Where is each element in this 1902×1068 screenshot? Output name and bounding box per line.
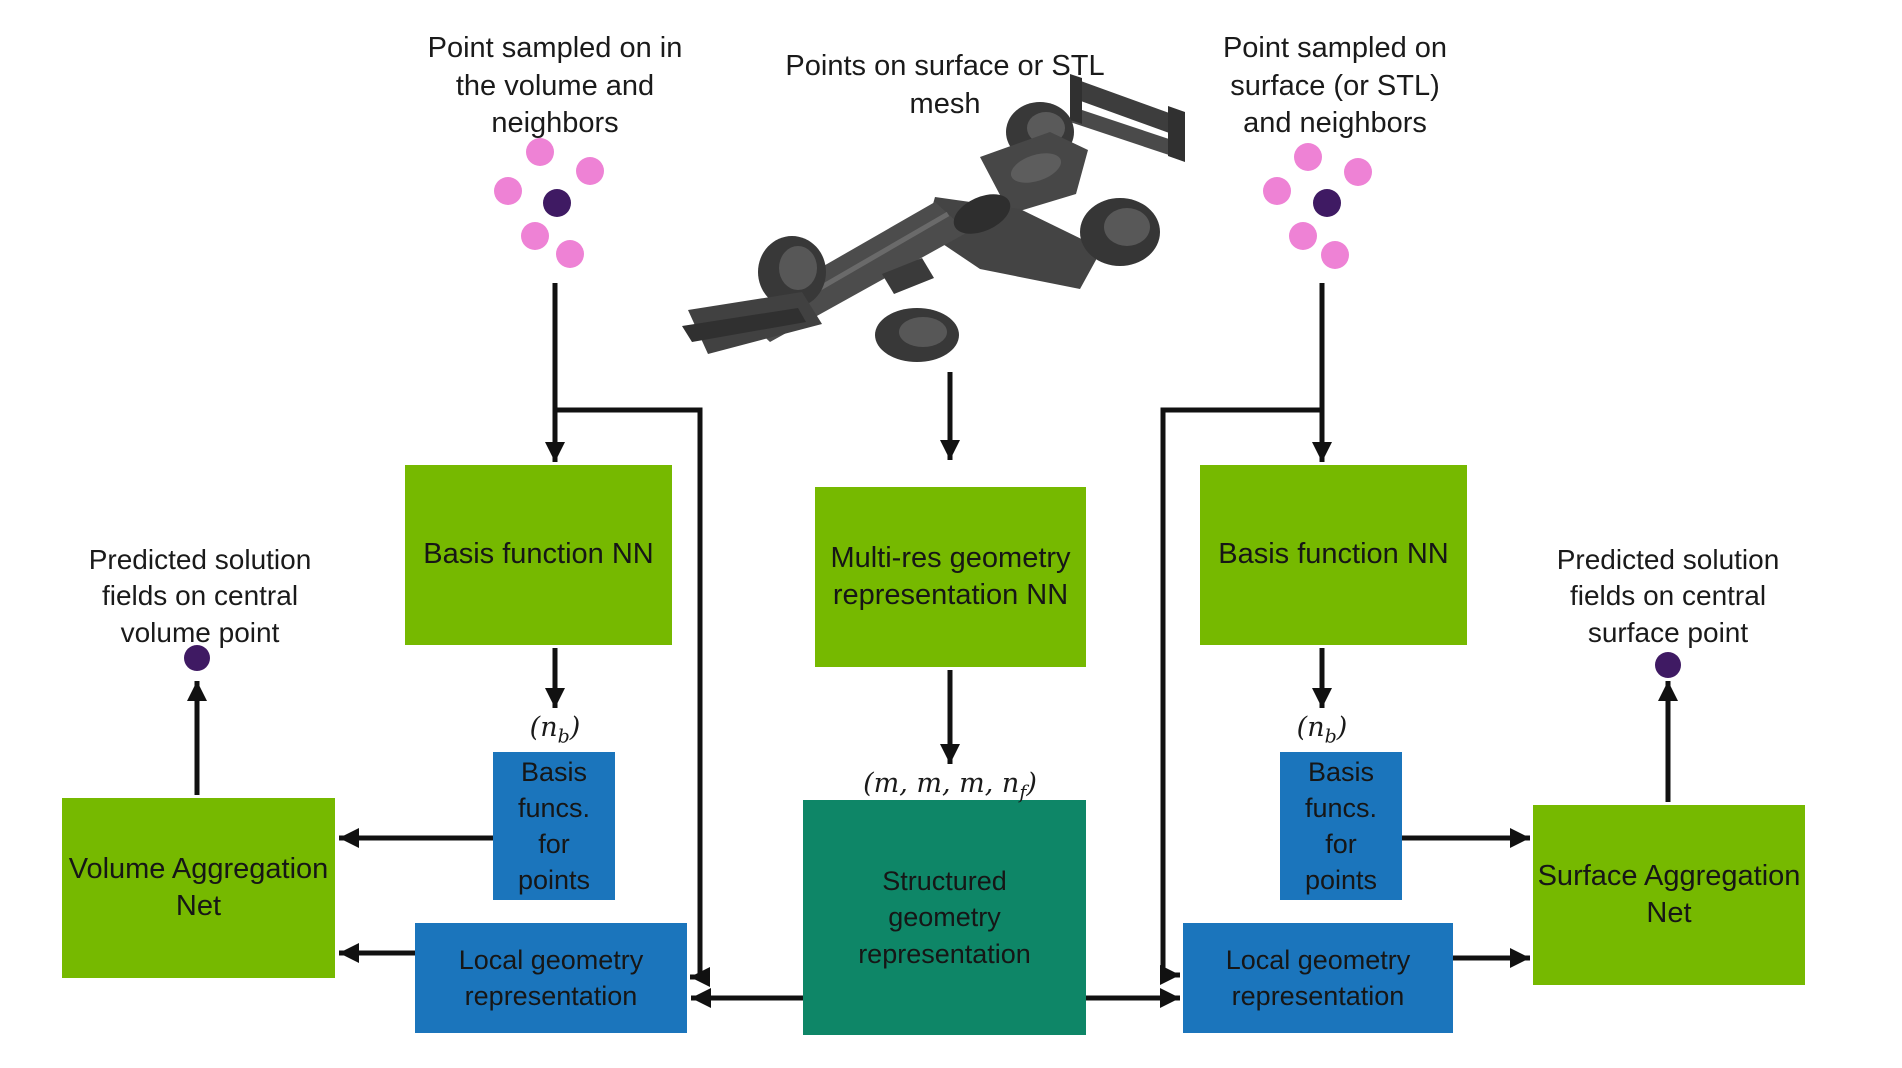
math-close: ) (1336, 712, 1348, 743)
car-wheel-rim (779, 246, 817, 290)
math-sub: b (557, 725, 570, 748)
math-open: (n (1296, 712, 1325, 743)
basis-function-nn-left-box: Basis function NN (405, 465, 672, 645)
car-wheel-rim (1104, 208, 1150, 246)
neighbor-point-dot (521, 222, 549, 250)
local-geometry-representation-right-box: Local geometry representation (1183, 923, 1453, 1033)
math-open: (n (529, 712, 558, 743)
caption-volume-points: Point sampled on in the volume and neigh… (427, 32, 683, 140)
predicted-volume-point-dot (184, 645, 210, 671)
car-airbox (1010, 153, 1062, 183)
car-cockpit (953, 194, 1011, 234)
structured-geometry-representation-box: Structured geometry representation (803, 800, 1086, 1035)
local-geometry-representation-left-box: Local geometry representation (415, 923, 687, 1033)
caption-surface-points: Point sampled on surface (or STL) and ne… (1222, 32, 1448, 140)
neighbor-point-dot (526, 138, 554, 166)
car-front-wing-flap (682, 308, 806, 342)
multires-geometry-nn-box: Multi-res geometry representation NN (815, 487, 1086, 667)
basis-funcs-for-points-right-box: Basis funcs. for points (1280, 752, 1402, 900)
nb-dimension-label-right: (nb) (1262, 712, 1382, 747)
neighbor-point-dot (1294, 143, 1322, 171)
basis-function-nn-right-box: Basis function NN (1200, 465, 1467, 645)
neighbor-point-dot (1263, 177, 1291, 205)
car-sidepod (925, 197, 1102, 289)
mf-dimension-label: (m, m, m, nf) (830, 768, 1070, 803)
center-point-dot (543, 189, 571, 217)
neighbor-point-dot (556, 240, 584, 268)
math-close: ) (1026, 768, 1037, 799)
caption-predicted-volume: Predicted solution fields on central vol… (88, 544, 312, 648)
caption-surface-stl-mesh: Points on surface or STL mesh (785, 50, 1105, 120)
math-sub: b (1324, 725, 1337, 748)
neighbor-point-dot (494, 177, 522, 205)
car-wheel-rim (899, 317, 947, 347)
surface-aggregation-net-box: Surface Aggregation Net (1533, 805, 1805, 985)
nb-dimension-label-left: (nb) (495, 712, 615, 747)
caption-predicted-surface: Predicted solution fields on central sur… (1556, 544, 1780, 648)
math-close: ) (569, 712, 581, 743)
math-open: (m, m, m, n (863, 768, 1020, 799)
car-bargeboard (882, 258, 934, 294)
neighbor-point-dot (1289, 222, 1317, 250)
car-rear-wing (1078, 80, 1172, 134)
math-sub: f (1019, 781, 1027, 804)
volume-aggregation-net-box: Volume Aggregation Net (62, 798, 335, 978)
basis-funcs-for-points-left-box: Basis funcs. for points (493, 752, 615, 900)
car-rear-wing-lower (1070, 106, 1178, 158)
neighbor-point-dot (1344, 158, 1372, 186)
neighbor-point-dot (1321, 241, 1349, 269)
car-rear-endplate (1168, 106, 1185, 162)
car-rear-endplate-left (1070, 74, 1082, 124)
center-point-dot (1313, 189, 1341, 217)
f1-car-mesh-image (682, 74, 1185, 362)
predicted-surface-point-dot (1655, 652, 1681, 678)
neighbor-point-dot (576, 157, 604, 185)
